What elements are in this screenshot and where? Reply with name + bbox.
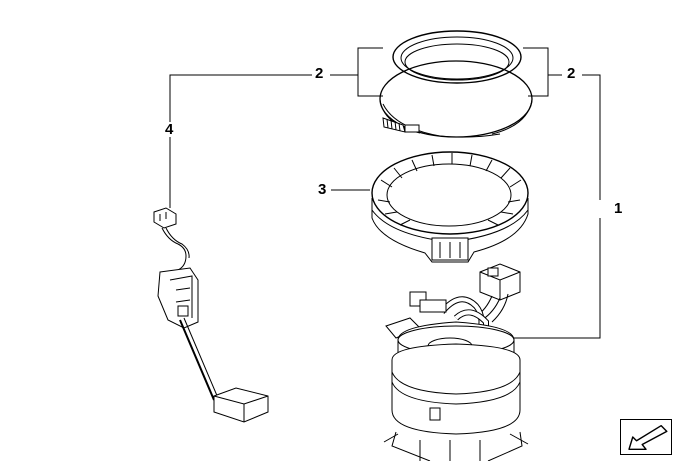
callout-4: 4 [163, 121, 176, 138]
fuel-pump-module-part [383, 263, 529, 461]
arrow-down-left-icon [628, 424, 668, 450]
leader-lines [169, 47, 601, 339]
callout-2-right: 2 [565, 65, 578, 82]
callout-2-left: 2 [313, 65, 326, 82]
sealing-ring-part [392, 30, 522, 84]
callout-1: 1 [612, 200, 625, 217]
callout-3: 3 [316, 181, 329, 198]
clamping-ring-part [379, 60, 533, 138]
level-sensor-part [153, 207, 269, 423]
next-page-button[interactable] [620, 419, 672, 455]
locking-ring-part [371, 151, 529, 263]
